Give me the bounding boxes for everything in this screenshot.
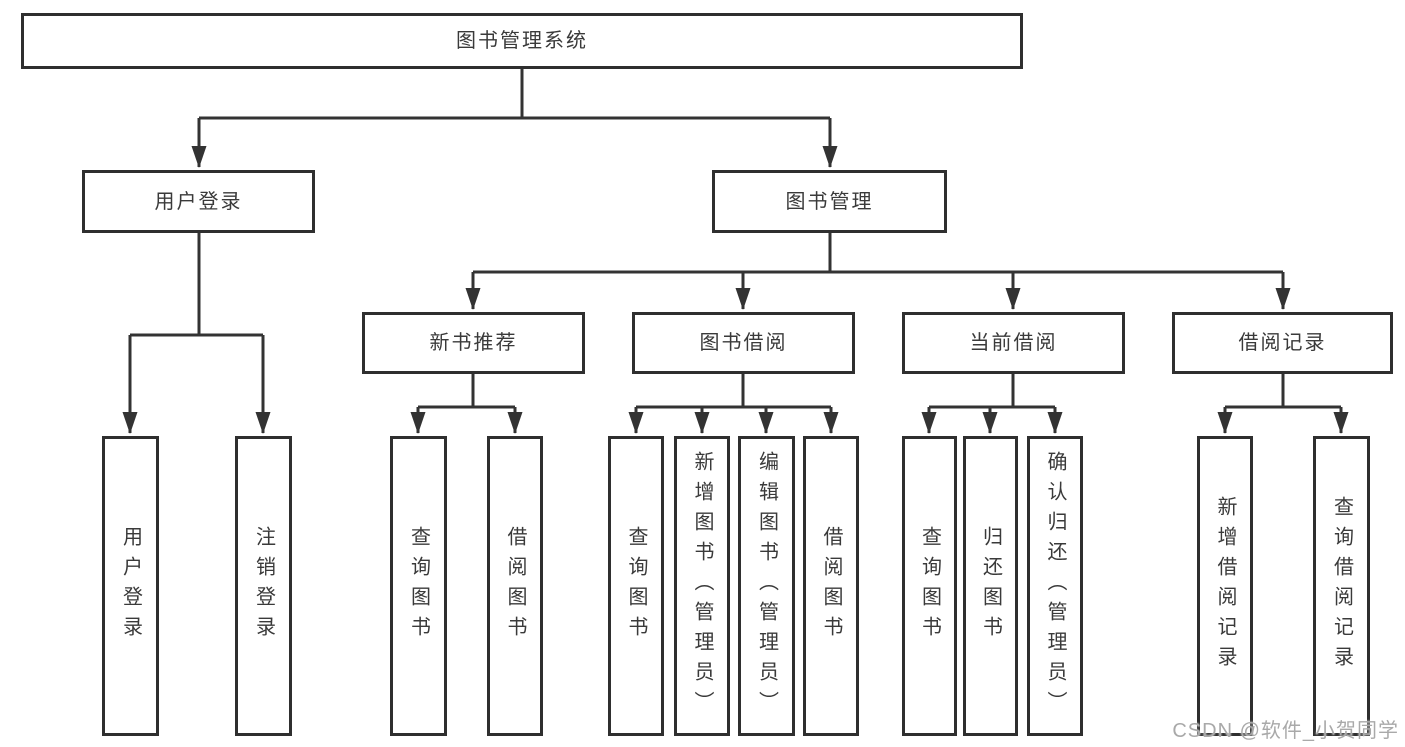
node-login: 用户登录 [102,436,159,736]
connector-current-borrow [929,374,1055,409]
node-borrow-records: 借阅记录 [1172,312,1393,374]
node-current-borrow: 当前借阅 [902,312,1125,374]
watermark: CSDN @软件_小贺同学 [1172,720,1399,742]
connector-book-mgmt [473,233,1283,274]
node-br-query-record: 查询借阅记录 [1313,436,1370,736]
node-book-mgmt: 图书管理 [712,170,947,233]
node-rec-query-book: 查询图书 [390,436,447,736]
node-rec-borrow-book: 借阅图书 [487,436,543,736]
node-bb-add-book: 新增图书（管理员） [674,436,730,736]
node-cb-return-book: 归还图书 [963,436,1018,736]
connector-book-borrow [636,374,831,409]
connector-borrow-records [1225,374,1341,409]
connector-user-login [130,233,263,337]
node-new-book-rec: 新书推荐 [362,312,585,374]
node-logout: 注销登录 [235,436,292,736]
node-root: 图书管理系统 [21,13,1023,69]
node-cb-confirm-return: 确认归还（管理员） [1027,436,1083,736]
node-cb-query-book: 查询图书 [902,436,957,736]
node-bb-edit-book: 编辑图书（管理员） [738,436,795,736]
connector-root [199,69,830,120]
node-bb-query-book: 查询图书 [608,436,664,736]
connector-new-book-rec [418,374,515,409]
node-br-add-record: 新增借阅记录 [1197,436,1253,736]
node-user-login: 用户登录 [82,170,315,233]
node-book-borrow: 图书借阅 [632,312,855,374]
node-bb-borrow-book: 借阅图书 [803,436,859,736]
